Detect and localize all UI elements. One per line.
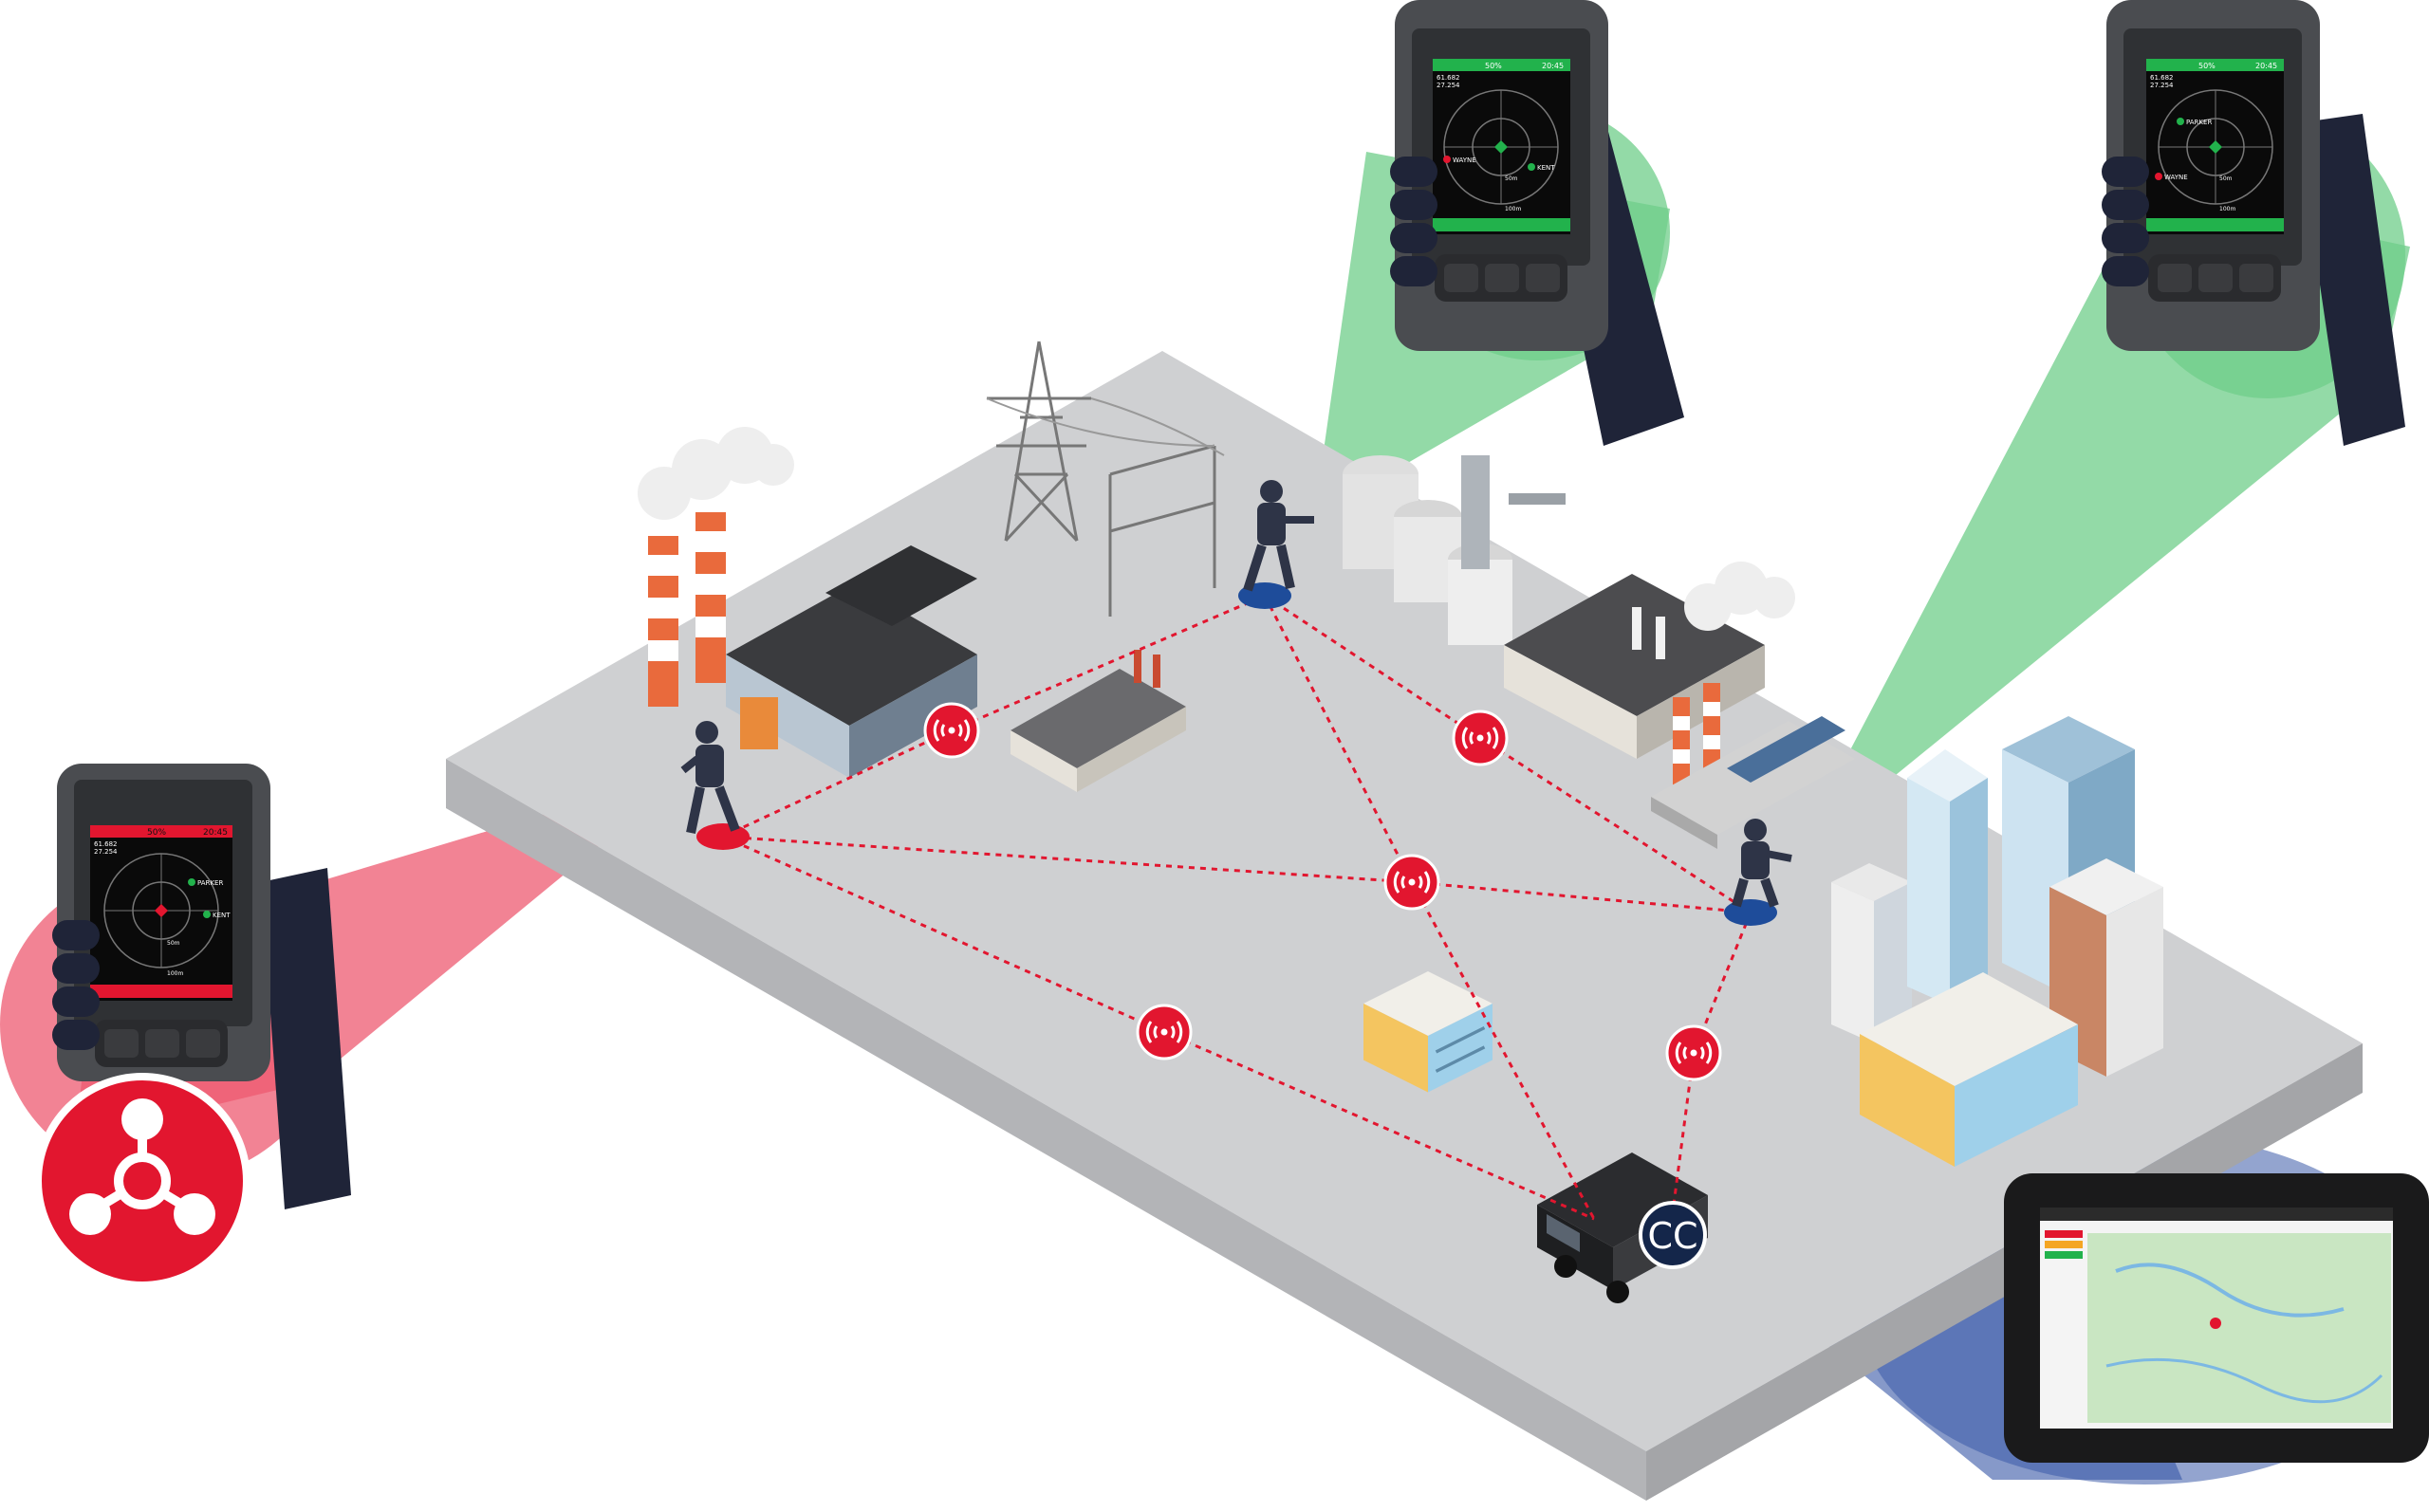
power-tower [986, 341, 1225, 617]
status-bar [2146, 59, 2284, 71]
contact-label: PARKER [197, 879, 223, 887]
ring-inner-label: 50m [1505, 175, 1518, 182]
battery-text: 50% [2198, 62, 2216, 70]
battery-text: 50% [147, 828, 166, 838]
warehouse-small [1011, 650, 1186, 792]
time-text: 20:45 [2255, 62, 2277, 70]
radio-wave-icon [1665, 1024, 1722, 1081]
coords-line1: 61.682 [2150, 74, 2174, 82]
time-text: 20:45 [1542, 62, 1564, 70]
coords-line1: 61.682 [1437, 74, 1460, 82]
contact-label: PARKER [2186, 119, 2212, 126]
ring-outer-label: 100m [167, 970, 183, 977]
coords-line2: 27.254 [2150, 82, 2174, 89]
city-towers [1831, 716, 2163, 1167]
operator-top [1238, 480, 1314, 609]
smoke-icon [1684, 562, 1795, 631]
device-left: 50% 20:45 61.682 27.254 PARKER KENT 50m … [52, 764, 351, 1209]
ring-inner-label: 50m [2219, 175, 2233, 182]
radio-wave-icon [1383, 854, 1440, 911]
contact-label: WAYNE [2164, 174, 2188, 181]
factory-left [638, 427, 977, 778]
finger-grip [52, 920, 100, 1050]
chemical-plant [1343, 455, 1855, 849]
battery-text: 50% [1485, 62, 1502, 70]
finger-grip [1390, 157, 1437, 286]
tablet [2004, 1173, 2429, 1463]
cc-label: CC [1647, 1215, 1697, 1257]
finger-grip [2102, 157, 2149, 286]
smoke-icon [638, 427, 794, 520]
coords-line2: 27.254 [94, 848, 118, 856]
radio-wave-icon [923, 702, 980, 759]
command-center-badge: CC [1639, 1201, 1707, 1269]
coords-line1: 61.682 [94, 840, 118, 848]
operator-right [1724, 819, 1792, 926]
ring-outer-label: 100m [2219, 206, 2235, 212]
chemical-hazard-icon [34, 1073, 250, 1289]
ring-inner-label: 50m [167, 940, 180, 947]
operator-left [680, 721, 750, 850]
time-text: 20:45 [203, 828, 228, 838]
status-bar [90, 825, 232, 838]
coords-line2: 27.254 [1437, 82, 1460, 89]
device-top-middle: 50% 20:45 61.682 27.254 WAYNE KENT 50m 1… [1390, 0, 1684, 446]
radio-wave-icon [1452, 710, 1509, 766]
device-top-right: 50% 20:45 61.682 27.254 PARKER WAYNE 50m… [2102, 0, 2405, 446]
status-bar [1433, 59, 1570, 71]
contact-label: KENT [213, 912, 231, 919]
ring-outer-label: 100m [1505, 206, 1521, 212]
contact-label: WAYNE [1453, 157, 1476, 164]
radio-wave-icon [1136, 1004, 1193, 1060]
contact-label: KENT [1537, 164, 1555, 172]
